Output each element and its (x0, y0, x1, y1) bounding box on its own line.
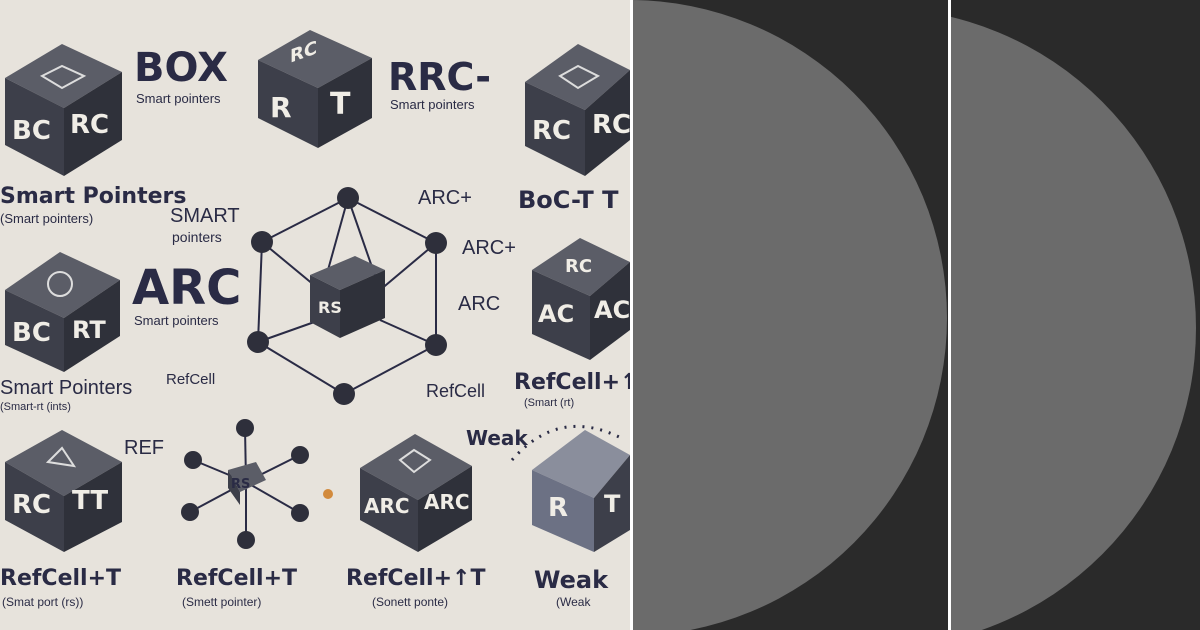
hub-cube-side (228, 470, 240, 505)
label-refcell-right: RefCell+↑ T (514, 370, 630, 395)
label-refcell-mid: RefCell (426, 381, 486, 401)
cube-7-left-face: ARC (364, 494, 410, 518)
label-refcell-bottom-1-paren: (Smat port (rs)) (2, 595, 84, 609)
label-refcell-bottom-3-paren: (Sonett ponte) (372, 595, 449, 609)
cube-4-right-face: RT (72, 316, 106, 344)
label-weak-bottom: Weak (534, 566, 609, 594)
label-ref: REF (124, 437, 164, 459)
label-rrc-sub: Smart pointers (390, 97, 475, 112)
cube-8-graphic (532, 430, 630, 552)
label-rrc: RRC- (388, 55, 492, 99)
hub-cube-top (228, 462, 266, 492)
gray-disc-panel-1 (633, 0, 948, 630)
cube-8-left-face: R (548, 493, 569, 523)
cube-2-right-face: T (330, 87, 351, 122)
cube-7-graphic (360, 434, 472, 552)
label-smart-center: SMART (170, 205, 240, 227)
gray-disc-2 (951, 8, 1196, 630)
cube-3-right-face: RC (592, 110, 630, 140)
label-weak-bottom-paren: (Weak (556, 595, 591, 609)
hub-cube-face: RS (231, 477, 251, 492)
cube-1-graphic (5, 44, 122, 176)
label-refcell-bottom-1: RefCell+T (0, 566, 122, 591)
divider-2 (948, 0, 951, 630)
cube-5-top-face: RC (565, 256, 593, 277)
gray-disc-1 (633, 0, 947, 630)
cube-2-left-face: R (270, 91, 292, 124)
label-boct: BoC-T T (518, 186, 619, 214)
illustration-graphics (5, 30, 630, 552)
cube-5-right-face: AC (594, 296, 630, 324)
orange-dot (323, 489, 333, 499)
center-cube-graphic (310, 256, 385, 338)
center-cube-face: RS (318, 298, 342, 317)
label-refcell-small: RefCell (166, 371, 216, 388)
divider-1 (630, 0, 633, 630)
label-refcell-bottom-2: RefCell+T (176, 566, 298, 591)
cube-5-graphic (532, 238, 630, 360)
cube-1-left-face: BC (12, 116, 51, 146)
label-refcell-right-paren: (Smart (rt) (524, 397, 575, 409)
cube-8-right-face: T (604, 490, 621, 518)
label-arc-top: ARC+ (418, 187, 472, 209)
cube-6-right-face: TT (72, 486, 109, 516)
cube-4-left-face: BC (12, 318, 51, 348)
label-arc-big: ARC (132, 260, 242, 316)
label-refcell-bottom-3: RefCell+↑T (346, 566, 486, 591)
label-box: BOX (134, 45, 228, 91)
cube-1-right-face: RC (70, 110, 110, 140)
label-arc-mid-1: ARC+ (462, 237, 516, 259)
label-arc-big-sub: Smart pointers (134, 313, 219, 328)
label-smart-pointers-2: Smart Pointers (0, 377, 133, 399)
cube-3-left-face: RC (532, 116, 572, 146)
cube-2-graphic (258, 30, 372, 148)
cube-6-graphic (5, 430, 122, 552)
cube-7-right-face: ARC (424, 490, 470, 514)
label-pointers-center: pointers (172, 229, 222, 245)
gray-disc-panel-2 (951, 0, 1200, 630)
label-smart-pointers-1: Smart Pointers (0, 184, 187, 209)
label-arc-mid-2: ARC (458, 293, 501, 315)
cube-6-left-face: RC (12, 490, 52, 520)
label-smart-pointers-2-paren: (Smart-rt (ints) (0, 401, 71, 413)
label-smart-pointers-1-paren: (Smart pointers) (0, 211, 94, 226)
label-weak-mid: Weak (466, 426, 528, 450)
cube-4-graphic (5, 252, 120, 372)
cube-5-left-face: AC (538, 300, 575, 328)
label-refcell-bottom-2-paren: (Smett pointer) (182, 595, 262, 609)
smart-pointers-illustration: BC RC RC R T RC RC BC RT RC AC AC RC TT … (0, 0, 630, 630)
label-box-sub: Smart pointers (136, 91, 221, 106)
network-nodes (181, 187, 447, 549)
cube-3-graphic (525, 44, 630, 176)
